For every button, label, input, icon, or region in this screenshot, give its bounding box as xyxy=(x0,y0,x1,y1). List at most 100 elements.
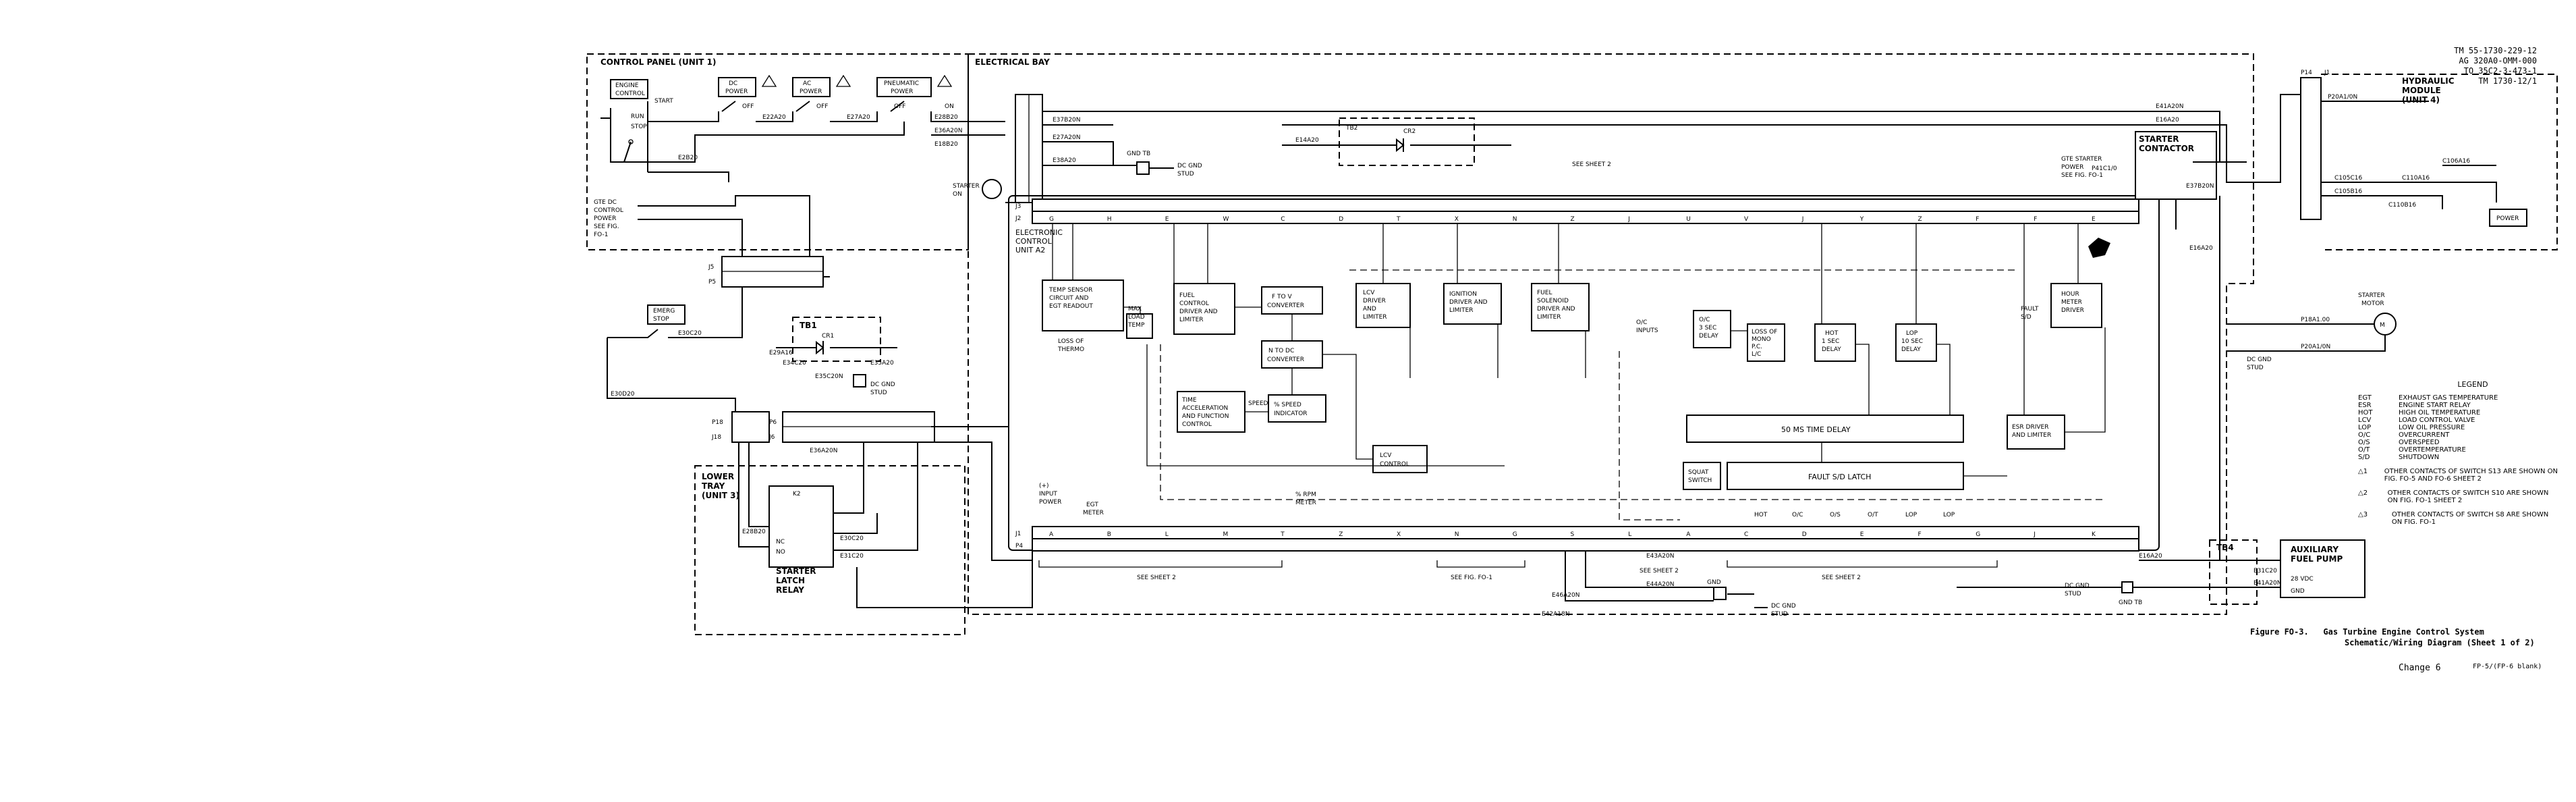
pin-letter: K xyxy=(2092,531,2096,538)
power-label: POWER xyxy=(2496,215,2519,222)
pin-letter: A xyxy=(1049,531,1054,538)
pin-letter: F xyxy=(2034,216,2037,223)
wire-label: E42A18N xyxy=(1542,611,1569,618)
aux-fuel-pump xyxy=(2280,539,2365,598)
gnd-tb-label-r: GND TB xyxy=(2119,599,2142,606)
nc-label: NC xyxy=(776,539,785,545)
max-load-label-3: TEMP xyxy=(1127,322,1145,329)
lower-tray-title-2: TRAY xyxy=(702,481,725,491)
pin-letter: V xyxy=(1744,216,1749,223)
engine-control-label-1: ENGINE xyxy=(615,82,639,89)
p14-label: P14 xyxy=(2301,70,2312,76)
see-sheet-ref: SEE SHEET 2 xyxy=(1137,574,1176,581)
wire-label: E36A20N xyxy=(810,448,837,454)
ecu-title-3: UNIT A2 xyxy=(1015,246,1045,255)
pin-letter: Y xyxy=(1859,216,1864,223)
legend-value: OVERSPEED xyxy=(2399,439,2440,446)
gte-starter-label-2: POWER xyxy=(2061,164,2083,171)
hydraulic-title-3: (UNIT 4) xyxy=(2402,95,2440,105)
wire-label: E16A20 xyxy=(2189,245,2213,252)
input-power-label-1: (+) xyxy=(1039,483,1049,489)
pointing-hand-icon xyxy=(2088,238,2110,258)
hour-meter-module xyxy=(2050,283,2102,328)
esr-label-2: AND LIMITER xyxy=(2012,432,2051,439)
header-line: TM 1730-12/1 xyxy=(2478,76,2537,86)
lower-tray-to-ecu-wires xyxy=(856,426,1033,608)
note1-triangle-icon xyxy=(761,74,777,87)
pin-letter: C xyxy=(1281,216,1285,223)
lop-delay-module xyxy=(1895,323,1937,362)
cr2-diode-icon xyxy=(1396,138,1405,153)
rpm-meter-label-1: % RPM xyxy=(1295,491,1316,498)
fault-sd-label-1: FAULT xyxy=(2021,306,2039,313)
power-switch-blades xyxy=(721,101,905,112)
fuel-sol-label-2: SOLENOID xyxy=(1537,298,1569,304)
wire-label: E35A20 xyxy=(870,360,894,367)
dc-power-box xyxy=(718,77,756,97)
wire-label: E43A20N xyxy=(1646,553,1674,560)
gnd-tb-block-r xyxy=(2121,581,2133,593)
ac-power-box xyxy=(792,77,831,97)
note-text: OTHER CONTACTS OF SWITCH S8 ARE SHOWN ON… xyxy=(2391,511,2549,526)
loss-thermo-label-2: THERMO xyxy=(1057,346,1084,353)
note-text: OTHER CONTACTS OF SWITCH S13 ARE SHOWN O… xyxy=(2384,468,2558,483)
note-triangle-icon: △1 xyxy=(2358,468,2368,475)
wire-label: E27A20 xyxy=(847,114,870,121)
hour-meter-label-1: HOUR xyxy=(2061,291,2079,298)
bracket-1 xyxy=(1038,560,1283,568)
speed-ind-label-1: % SPEED xyxy=(1274,402,1301,408)
fuel-sol-label-1: FUEL xyxy=(1537,290,1552,296)
connector-p14-j1 xyxy=(2300,77,2322,220)
status-output-label: O/T xyxy=(1868,512,1878,518)
pneumatic-power-box xyxy=(876,77,932,97)
f-to-v-label-2: CONVERTER xyxy=(1267,302,1304,309)
pin-letter: X xyxy=(1455,216,1459,223)
switch-blade xyxy=(623,141,632,163)
j2-label: J2 xyxy=(1015,215,1021,222)
oc-delay-label-2: 3 SEC xyxy=(1699,325,1716,331)
bracket-2 xyxy=(1436,560,1525,568)
squat-switch-module xyxy=(1683,462,1721,490)
pin-letter: T xyxy=(1280,531,1285,538)
starter-latch-relay xyxy=(768,485,834,568)
pin-letter: J xyxy=(1801,216,1804,223)
off-label-ac: OFF xyxy=(816,103,828,110)
off-label-pneu: OFF xyxy=(894,103,905,110)
pin-letter: G xyxy=(1049,216,1054,223)
loss-mono-label-3: P.C. xyxy=(1752,344,1762,350)
max-load-module xyxy=(1126,313,1153,339)
hydraulic-wires xyxy=(2321,101,2497,209)
stop-label: STOP xyxy=(631,124,647,130)
start-label: START xyxy=(654,98,673,105)
dc-gnd-stud-r-1: DC GND xyxy=(2247,356,2272,363)
legend-key: HOT xyxy=(2358,409,2373,417)
header-line: TM 55-1730-229-12 xyxy=(2454,46,2537,55)
legend-key: O/T xyxy=(2358,446,2370,454)
pin-letter: D xyxy=(1802,531,1807,538)
dc-gnd-label-1: DC GND xyxy=(1771,603,1796,610)
legend-value: HIGH OIL TEMPERATURE xyxy=(2399,409,2481,417)
wire-label: E28B20 xyxy=(742,529,766,535)
tb2-terminal-block xyxy=(1339,117,1475,166)
wire-label: E30D20 xyxy=(611,391,635,398)
fuel-control-module xyxy=(1173,283,1235,335)
wire-label: E38A20 xyxy=(1053,157,1076,164)
f-to-v-module xyxy=(1261,286,1323,315)
note-text: OTHER CONTACTS OF SWITCH S10 ARE SHOWN O… xyxy=(2387,489,2549,504)
k2-label: K2 xyxy=(793,491,801,498)
note3-triangle-icon xyxy=(936,74,953,87)
speed-label: SPEED xyxy=(1248,400,1268,407)
wire-label: P20A1/0N xyxy=(2301,344,2330,350)
pneumatic-label-2: POWER xyxy=(891,88,913,95)
tb1-terminal-block xyxy=(792,317,881,362)
loss-thermo-label-1: LOSS OF xyxy=(1058,338,1084,345)
p5-label: P5 xyxy=(708,279,716,286)
fault-sd-label-2: S/D xyxy=(2021,314,2032,321)
pin-letter: L xyxy=(1165,531,1169,538)
